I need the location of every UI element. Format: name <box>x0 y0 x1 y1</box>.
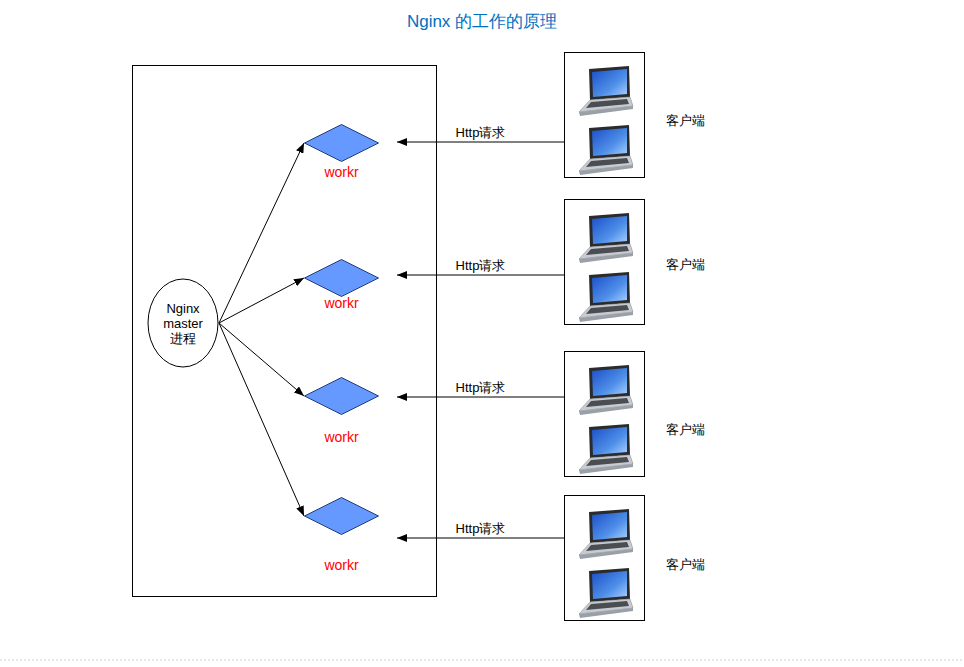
laptop-icon <box>579 66 633 116</box>
worker-label: workr <box>324 294 358 312</box>
laptop-icon <box>579 509 633 559</box>
arrow-connector <box>397 538 564 539</box>
laptop-icon <box>579 365 633 415</box>
arrow-connector <box>397 275 564 276</box>
client-label: 客户端 <box>666 113 705 128</box>
diamond-outline <box>304 377 379 415</box>
laptop-icon <box>579 424 633 474</box>
worker-diamond: workr <box>304 497 379 535</box>
diamond-outline <box>304 259 379 297</box>
arrow-connector <box>219 323 304 516</box>
laptop-icon <box>579 125 633 175</box>
client-label: 客户端 <box>666 557 705 572</box>
worker-label: workr <box>324 163 358 181</box>
arrow-connector <box>397 142 564 143</box>
laptop-icon <box>579 272 633 322</box>
edge-label: Http请求 <box>454 258 508 273</box>
worker-label: workr <box>324 428 358 446</box>
master-process: Nginx master 进程 <box>147 278 219 368</box>
arrow-connector <box>397 397 564 398</box>
worker-diamond: workr <box>304 377 379 415</box>
diamond-outline <box>304 124 379 162</box>
arrow-connector <box>219 143 304 323</box>
laptop-icon <box>579 568 633 618</box>
arrow-connector <box>219 278 304 323</box>
edge-label: Http请求 <box>454 521 508 536</box>
client-label: 客户端 <box>666 422 705 437</box>
client-box: 客户端 <box>564 351 645 477</box>
worker-label: workr <box>324 556 358 574</box>
diagram-title: Nginx 的工作的原理 <box>0 12 964 32</box>
client-box: 客户端 <box>564 199 645 325</box>
laptop-icon <box>579 213 633 263</box>
worker-diamond: workr <box>304 259 379 297</box>
diamond-outline <box>304 497 379 535</box>
page-edge <box>0 660 964 661</box>
edge-label: Http请求 <box>454 125 508 140</box>
client-box: 客户端 <box>564 495 645 621</box>
client-box: 客户端 <box>564 52 645 178</box>
arrow-connector <box>219 323 304 396</box>
worker-diamond: workr <box>304 124 379 162</box>
edge-label: Http请求 <box>454 380 508 395</box>
process-label: Nginx master 进程 <box>158 301 208 346</box>
server-frame: Nginx master 进程workrworkrworkrworkr <box>132 65 437 597</box>
client-label: 客户端 <box>666 257 705 272</box>
